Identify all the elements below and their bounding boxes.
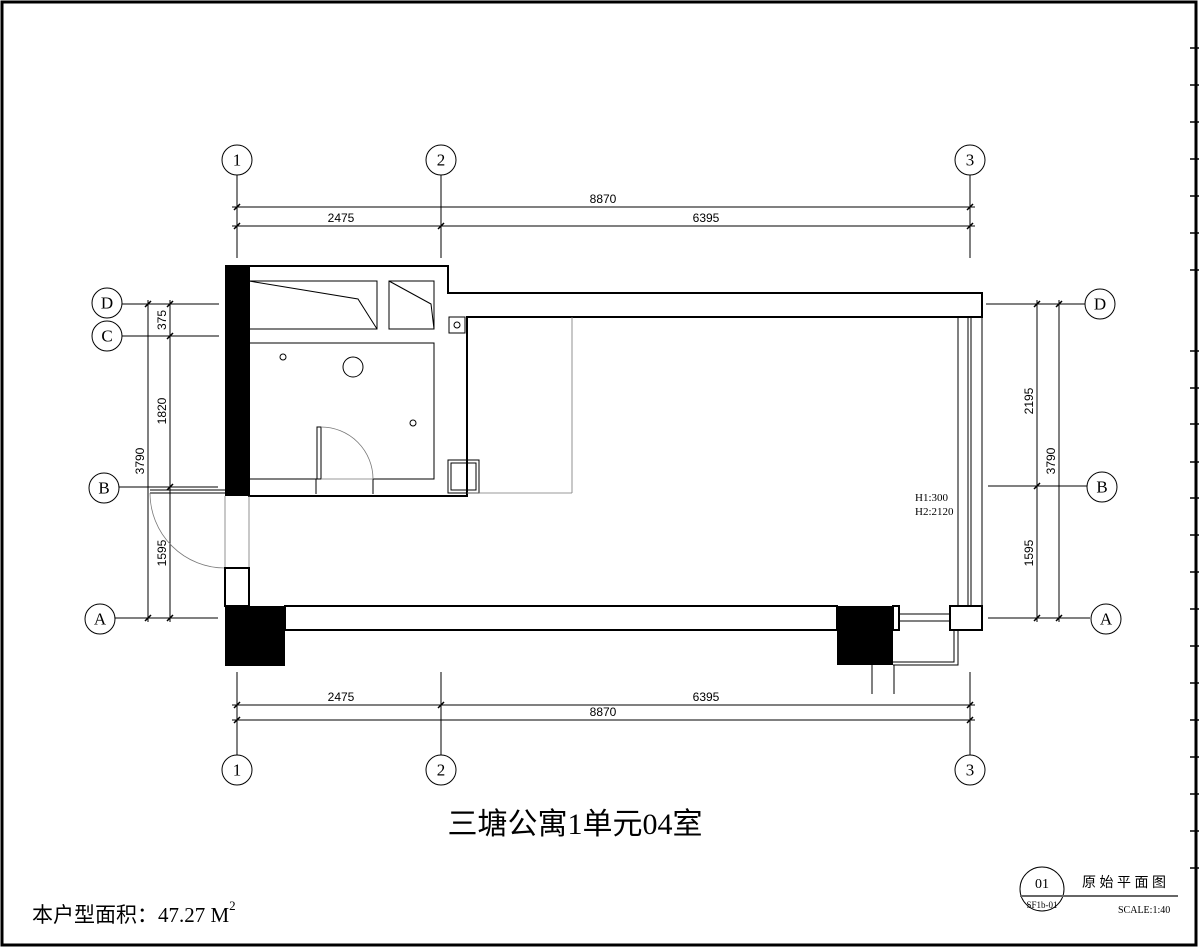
dim-right-db: 2195 bbox=[1022, 387, 1036, 414]
top-axes: 1 2 3 8870 2475 6395 bbox=[221, 144, 986, 258]
dim-right-ba: 1595 bbox=[1022, 539, 1036, 566]
axis-label: C bbox=[101, 327, 112, 346]
drawing-number: 01 bbox=[1035, 877, 1049, 892]
dim-left-cb: 1820 bbox=[155, 397, 169, 424]
dim-top-seg2: 6395 bbox=[693, 211, 720, 225]
dim-bottom-total: 8870 bbox=[590, 705, 617, 719]
structural-column bbox=[225, 606, 285, 666]
bottom-axes: 2475 6395 8870 1 2 3 bbox=[221, 672, 986, 786]
dim-left-ba: 1595 bbox=[155, 539, 169, 566]
axis-label: 3 bbox=[966, 151, 975, 170]
axis-label: A bbox=[1100, 610, 1113, 629]
dim-bottom-seg2: 6395 bbox=[693, 690, 720, 704]
dim-left-dc: 375 bbox=[155, 310, 169, 330]
drawing-name: 原 始 平 面 图 bbox=[1082, 875, 1166, 891]
dim-top-seg1: 2475 bbox=[328, 211, 355, 225]
axis-label: B bbox=[98, 479, 109, 498]
axis-label: B bbox=[1096, 478, 1107, 497]
window-note-h1: H1:300 bbox=[915, 492, 949, 504]
structural-column bbox=[225, 266, 249, 496]
right-axes: D B A 2195 3790 1595 bbox=[986, 288, 1122, 635]
dim-left-total: 3790 bbox=[133, 447, 147, 474]
axis-label: D bbox=[101, 294, 113, 313]
walls bbox=[149, 265, 983, 700]
dim-right-total: 3790 bbox=[1044, 447, 1058, 474]
axis-label: 2 bbox=[437, 151, 446, 170]
frame-ticks bbox=[1190, 47, 1199, 869]
axis-label: 1 bbox=[233, 151, 242, 170]
window-note-h2: H2:2120 bbox=[915, 506, 954, 518]
sheet-code: SF1b-01 bbox=[1026, 900, 1057, 910]
axis-label: 2 bbox=[437, 761, 446, 780]
dim-bottom-seg1: 2475 bbox=[328, 690, 355, 704]
dim-top-total: 8870 bbox=[590, 192, 617, 206]
axis-label: A bbox=[94, 610, 107, 629]
area-label: 本户型面积：47.27 M2 bbox=[32, 898, 236, 927]
structural-column bbox=[837, 606, 893, 665]
title-block: 01 SF1b-01 原 始 平 面 图 SCALE:1:40 bbox=[1019, 866, 1178, 916]
axis-label: D bbox=[1094, 295, 1106, 314]
left-axes: D C B A 3790 375 1820 1595 bbox=[84, 287, 219, 635]
axis-label: 1 bbox=[233, 761, 242, 780]
drawing-scale: SCALE:1:40 bbox=[1118, 905, 1170, 916]
plan-title: 三塘公寓1单元04室 bbox=[448, 808, 703, 841]
axis-label: 3 bbox=[966, 761, 975, 780]
